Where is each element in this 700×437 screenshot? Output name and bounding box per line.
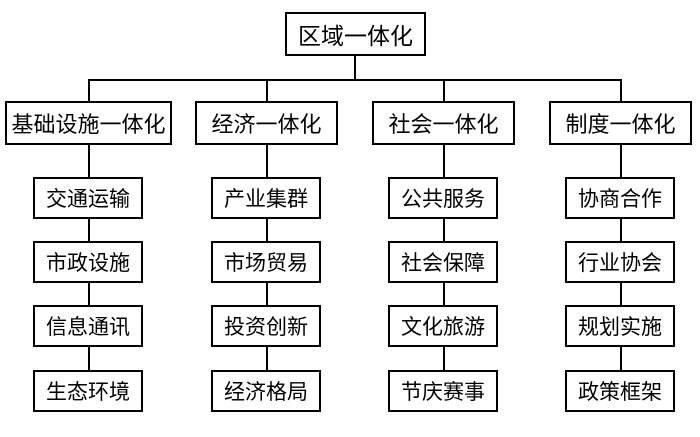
connector-level1-bus	[88, 79, 622, 81]
node-branch-1: 基础设施一体化	[5, 101, 172, 145]
node-branch-1-child-2: 市政设施	[33, 241, 143, 283]
node-branch-2-child-2: 市场贸易	[211, 241, 321, 283]
node-branch-1-child-4: 生态环境	[33, 370, 143, 412]
node-branch-4-child-1: 协商合作	[565, 177, 675, 219]
node-branch-2: 经济一体化	[195, 101, 338, 145]
node-branch-1-child-3: 信息通讯	[33, 305, 143, 347]
node-branch-3: 社会一体化	[372, 101, 515, 145]
node-branch-4-child-2: 行业协会	[565, 241, 675, 283]
connector-drop-branch-4	[620, 79, 622, 101]
node-branch-2-child-4: 经济格局	[211, 370, 321, 412]
connector-drop-branch-3	[443, 79, 445, 101]
node-branch-2-child-3: 投资创新	[211, 305, 321, 347]
node-branch-2-child-1: 产业集群	[211, 177, 321, 219]
node-branch-4-child-4: 政策框架	[565, 370, 675, 412]
node-branch-4-child-3: 规划实施	[565, 305, 675, 347]
node-branch-1-child-1: 交通运输	[33, 177, 143, 219]
node-branch-3-child-1: 公共服务	[388, 177, 498, 219]
connector-drop-branch-2	[266, 79, 268, 101]
connector-root-stem	[354, 56, 356, 80]
node-branch-3-child-2: 社会保障	[388, 241, 498, 283]
node-branch-3-child-4: 节庆赛事	[388, 370, 498, 412]
node-branch-3-child-3: 文化旅游	[388, 305, 498, 347]
node-branch-4: 制度一体化	[549, 101, 692, 145]
node-root: 区域一体化	[285, 12, 426, 56]
connector-drop-branch-1	[88, 79, 90, 101]
